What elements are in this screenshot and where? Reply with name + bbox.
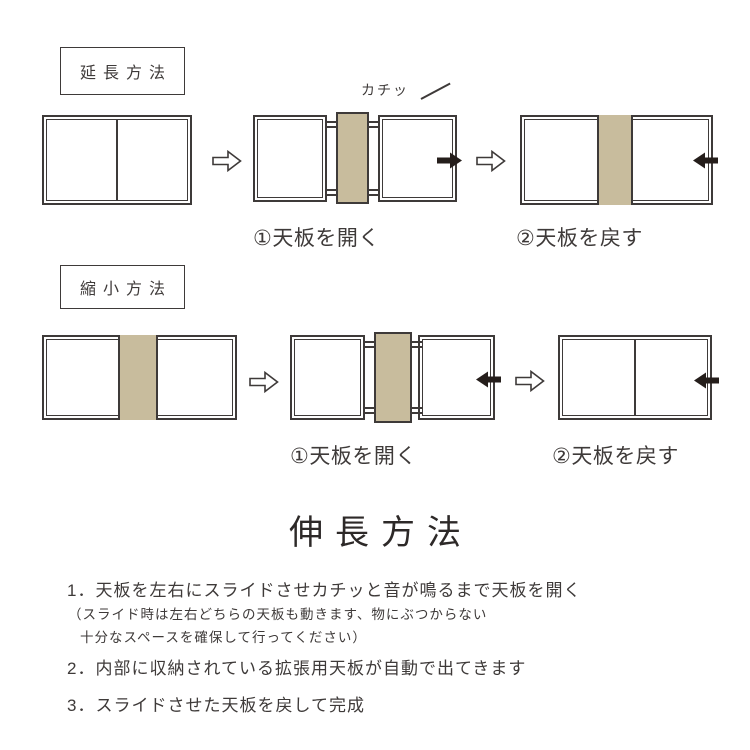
slide-rail	[363, 341, 376, 348]
panel-inner-line	[294, 339, 361, 416]
arrow-right-outline-icon	[249, 371, 279, 393]
slide-rail	[410, 407, 423, 414]
slide-rail	[325, 121, 338, 128]
instruction-step-2: 2．内部に収納されている拡張用天板が自動で出てきます	[67, 659, 527, 678]
extend-table-open-left-panel	[253, 115, 327, 202]
instruction-step-1: 1．天板を左右にスライドさせカチッと音が鳴るまで天板を開く	[67, 581, 582, 600]
instruction-step-1-note-line-2: 十分なスペースを確保して行ってください）	[80, 630, 367, 645]
shrink-method-heading-box: 縮小方法	[60, 265, 185, 309]
extension-leaf	[374, 332, 412, 423]
panel-inner-line	[257, 119, 323, 198]
extension-leaf	[118, 335, 158, 420]
shrink-step2-label: ②天板を戻す	[552, 445, 679, 468]
shrink-table-closed	[558, 335, 712, 420]
click-sound-label: カチッ	[361, 82, 409, 98]
arrow-solid-left-icon	[694, 372, 719, 389]
extension-leaf	[597, 115, 633, 205]
extend-table-closed	[42, 115, 192, 205]
slide-rail	[367, 121, 380, 128]
slide-rail	[367, 189, 380, 196]
shrink-table-open-left-panel	[290, 335, 365, 420]
extend-method-heading: 延長方法	[79, 65, 172, 82]
page-title: 伸長方法	[289, 515, 473, 552]
instruction-step-3: 3．スライドさせた天板を戻して完成	[67, 696, 365, 715]
arrow-solid-left-icon	[693, 152, 718, 169]
click-emphasis-slash	[420, 82, 451, 100]
table-center-seam	[116, 119, 118, 201]
shrink-step1-label: ①天板を開く	[290, 445, 417, 468]
extension-leaf	[336, 112, 369, 204]
arrow-right-outline-icon	[515, 370, 545, 392]
extend-step1-label: ①天板を開く	[253, 227, 380, 250]
slide-rail	[363, 407, 376, 414]
slide-rail	[325, 189, 338, 196]
arrow-solid-right-icon	[437, 152, 462, 169]
extend-step2-label: ②天板を戻す	[516, 227, 643, 250]
arrow-solid-left-icon	[476, 371, 501, 388]
arrow-right-outline-icon	[212, 150, 242, 172]
table-center-seam	[634, 339, 636, 416]
shrink-table-extended	[42, 335, 237, 420]
slide-rail	[410, 341, 423, 348]
arrow-right-outline-icon	[476, 150, 506, 172]
extend-table-extended	[520, 115, 713, 205]
shrink-method-heading: 縮小方法	[79, 281, 172, 298]
extend-method-heading-box: 延長方法	[60, 47, 185, 95]
instruction-step-1-note-line-1: （スライド時は左右どちらの天板も動きます、物にぶつからない	[68, 607, 488, 622]
